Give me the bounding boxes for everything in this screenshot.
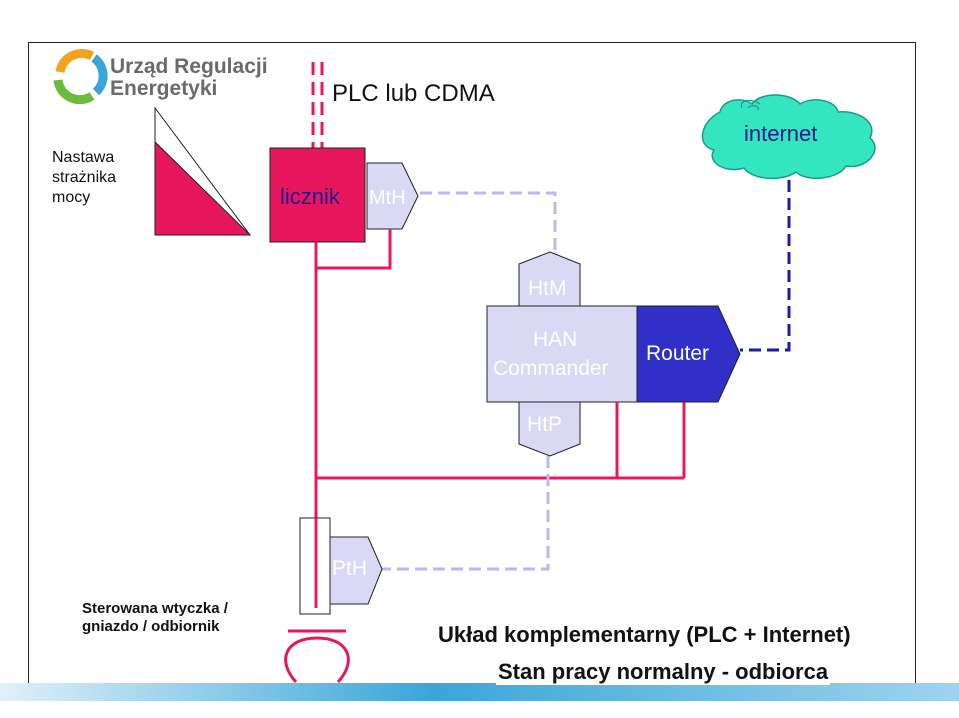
pth-module [329,536,383,605]
router-label: Router [646,342,710,365]
socket-label-line2: gniazdo / odbiornik [82,618,220,635]
guard-label: Nastawa strażnika mocy [52,148,116,208]
meter-box [269,147,366,243]
socket-icon [284,629,350,684]
guard-label-line3: mocy [52,189,91,206]
han-commander-box [486,305,638,403]
ure-logo-icon [53,48,108,105]
caption-line1: Układ komplementarny (PLC + Internet) [438,622,851,647]
internet-cloud [701,94,876,180]
meter-label: licznik [280,184,340,209]
pth-label: PtH [332,557,368,580]
guard-label-line1: Nastawa [52,149,115,166]
htp-pth-link [382,456,550,571]
plc-title: PLC lub CDMA [332,80,495,107]
han-label-line2: Commander [493,357,609,380]
mth-label: MtH [369,187,406,209]
han-label-line1: HAN [533,328,578,351]
htm-module [518,251,581,307]
router-box [636,305,741,403]
htm-label: HtM [528,277,567,300]
logo-text-line2: Energetyki [110,77,218,100]
mth-htm-link [420,191,557,252]
footer-band [0,683,959,701]
caption-line2: Stan pracy normalny - odbiorca [496,659,831,685]
socket-label-line1: Sterowana wtyczka / [82,600,228,617]
internet-router-link [740,180,791,352]
htp-label: HtP [527,413,563,436]
logo-text-line1: Urząd Regulacji [110,55,268,78]
footer-gap [0,701,959,718]
internet-label: internet [744,121,818,146]
htp-module [518,401,581,457]
guard-label-line2: strażnika [52,169,117,186]
socket-label: Sterowana wtyczka / gniazdo / odbiornik [82,600,228,636]
mth-module [366,162,419,230]
